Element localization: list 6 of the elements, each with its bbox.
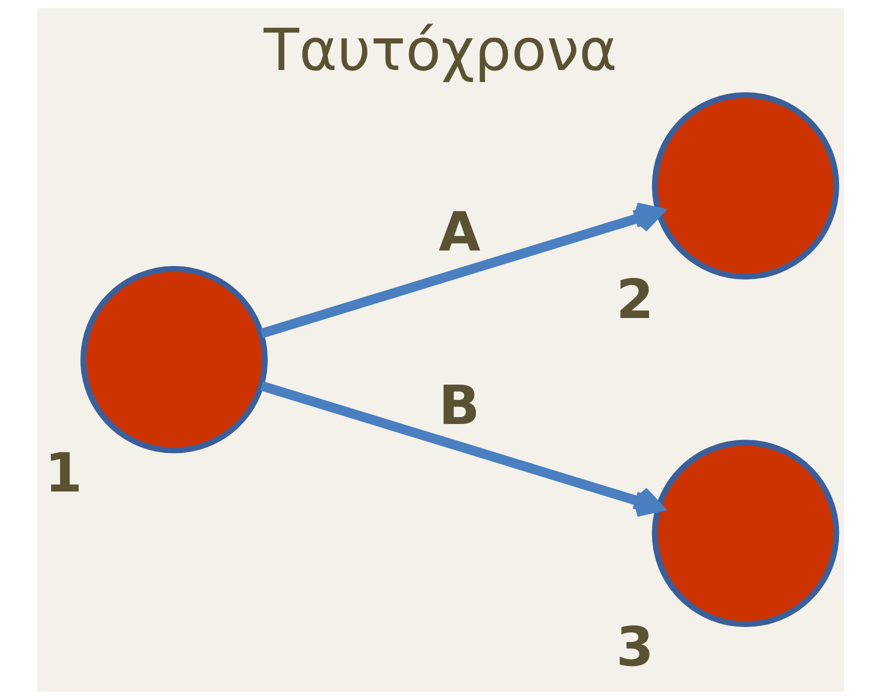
node-label: 3 [616, 615, 654, 678]
diagram-title: Ταυτόχρονα [264, 16, 618, 84]
node-circle [652, 440, 840, 628]
node-circle [652, 92, 840, 280]
node-label: 1 [44, 442, 82, 505]
node-circle [80, 266, 268, 454]
